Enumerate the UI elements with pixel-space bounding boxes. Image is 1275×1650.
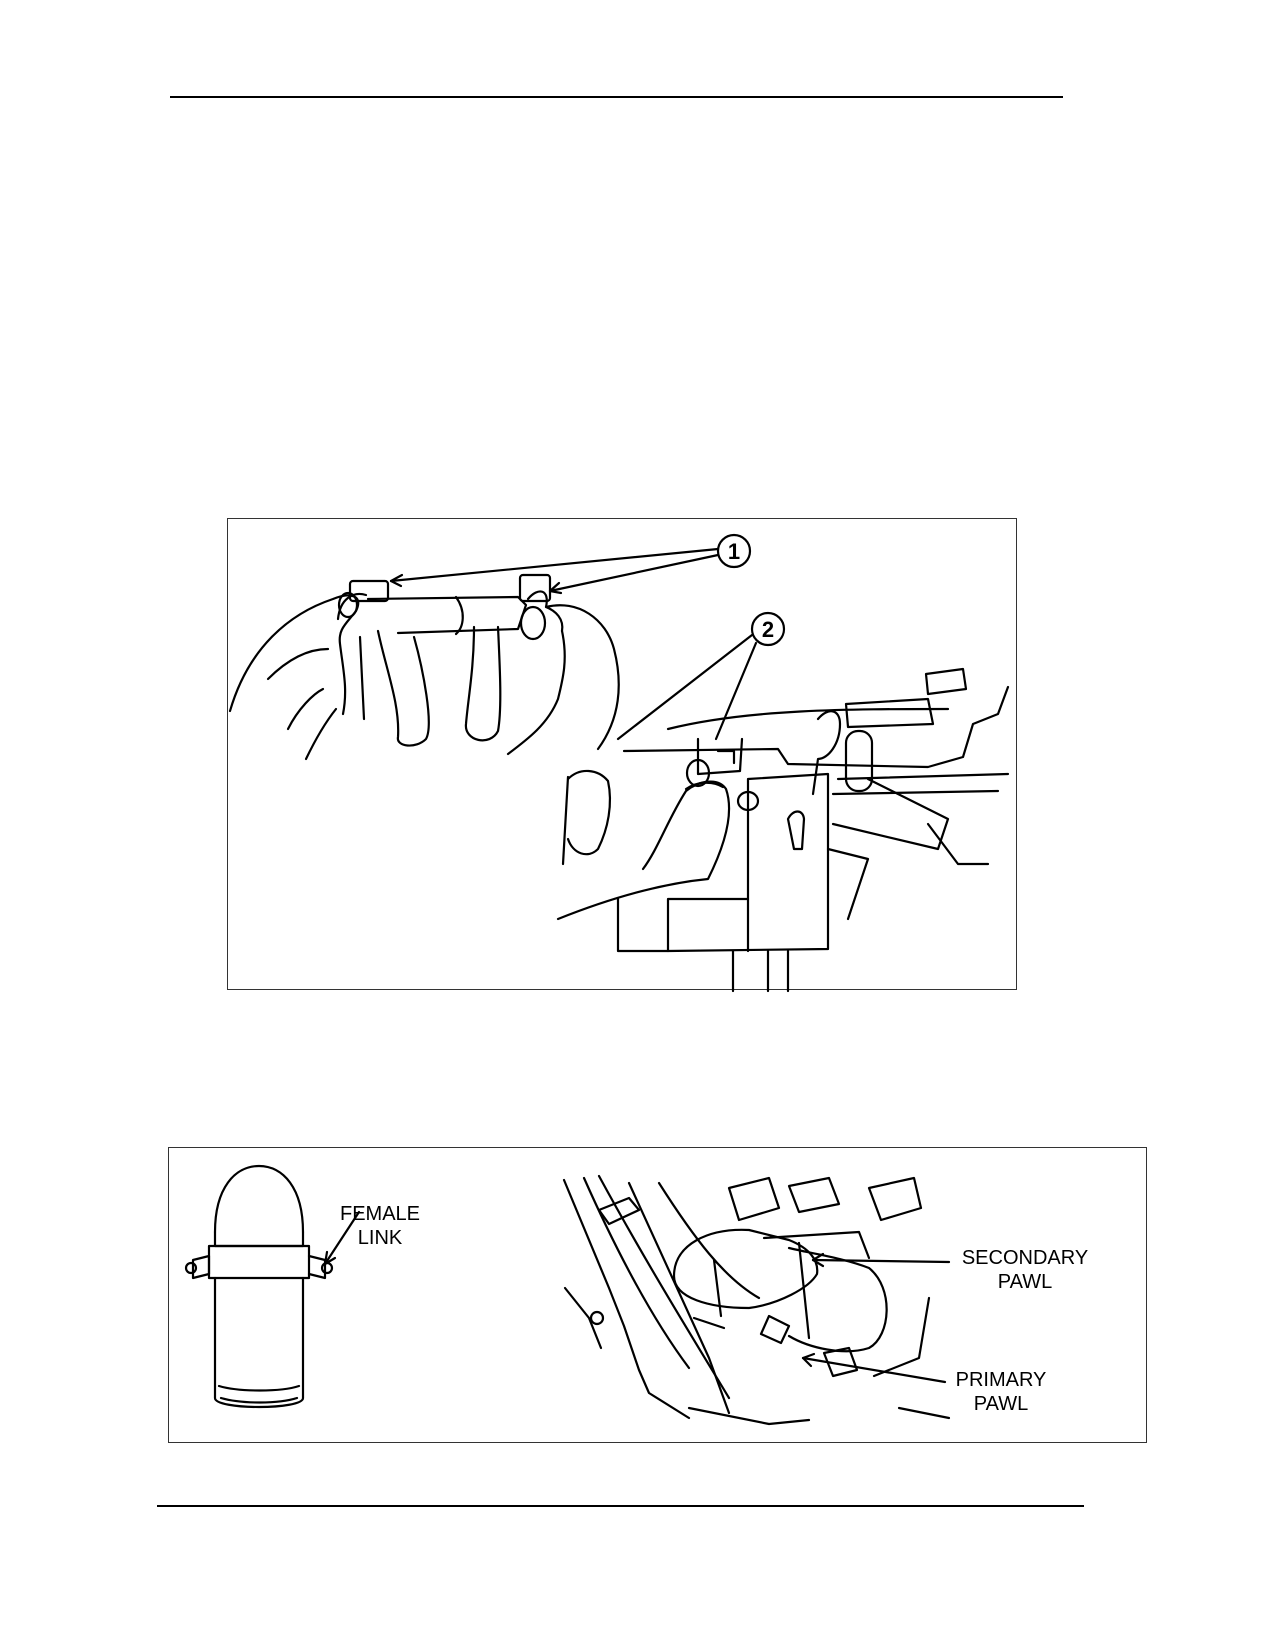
right-hand-illustration: [506, 590, 620, 756]
figure-link-installation: 1: [227, 518, 1017, 993]
operator-hands-illustration: [556, 758, 760, 921]
primary-pawl-label: PRIMARY PAWL: [955, 1369, 1047, 1415]
link-and-pawls-illustration: [184, 1164, 951, 1426]
callout-1-label: 1: [728, 539, 740, 564]
feed-tray-illustration: [562, 1174, 951, 1426]
secondary-pawl-pointer: [811, 1252, 951, 1268]
female-link-pointer: [323, 1210, 361, 1266]
left-hand-illustration: [228, 591, 368, 761]
callout-2-label: 2: [762, 617, 774, 642]
callout-2-marker: [616, 611, 786, 741]
callout-1-marker: [389, 533, 752, 595]
secondary-pawl-label: SECONDARY PAWL: [961, 1247, 1089, 1293]
cartridge-illustration: [184, 1164, 334, 1409]
linked-strip-illustration: [348, 573, 552, 747]
receiver-illustration: [616, 667, 1010, 993]
header-rule: [170, 96, 1063, 98]
footer-rule: [157, 1505, 1084, 1507]
figure-link-and-pawls: FEMALE LINK SECONDARY PAWL PRIMARY PAWL: [168, 1147, 1147, 1443]
primary-pawl-pointer: [801, 1352, 947, 1384]
link-installation-illustration: 1: [228, 533, 1010, 993]
female-link-label: FEMALE LINK: [339, 1203, 421, 1249]
